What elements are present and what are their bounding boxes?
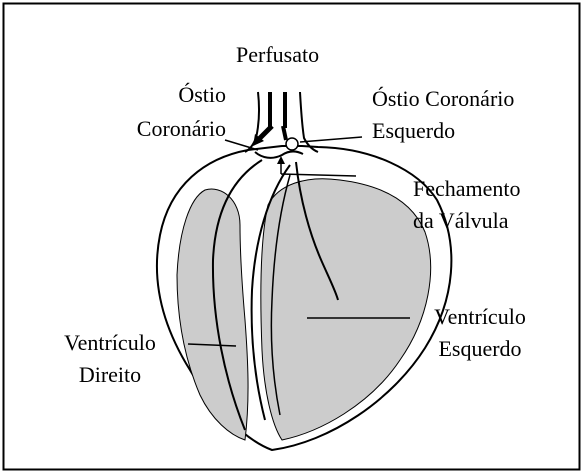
perfusate-label: Perfusato <box>236 42 319 68</box>
right-ostium-label-line1: Óstio <box>130 82 226 108</box>
valve-label-line1: Fechamento <box>413 176 521 202</box>
right-ventricle-chamber <box>177 189 248 440</box>
flow-arrow-right <box>283 126 286 140</box>
flow-arrow-left <box>258 126 272 140</box>
left-ventricle-label-line1: Ventrículo <box>420 304 540 330</box>
right-ventricle-label-line2: Direito <box>40 362 180 388</box>
leader-left-ostium <box>300 137 362 142</box>
right-ostium-label-line2: Coronário <box>120 116 226 142</box>
left-ventricle-chamber <box>261 179 431 440</box>
left-ventricle-label-line2: Esquerdo <box>420 336 540 362</box>
right-ventricle-label-line1: Ventrículo <box>40 330 180 356</box>
left-ostium-label-line1: Óstio Coronário <box>372 86 514 112</box>
left-ostium-circle <box>286 138 298 150</box>
aortic-root-right-wall <box>300 92 318 152</box>
valve-label-line2: da Válvula <box>413 208 509 234</box>
left-ostium-label-line2: Esquerdo <box>372 118 455 144</box>
